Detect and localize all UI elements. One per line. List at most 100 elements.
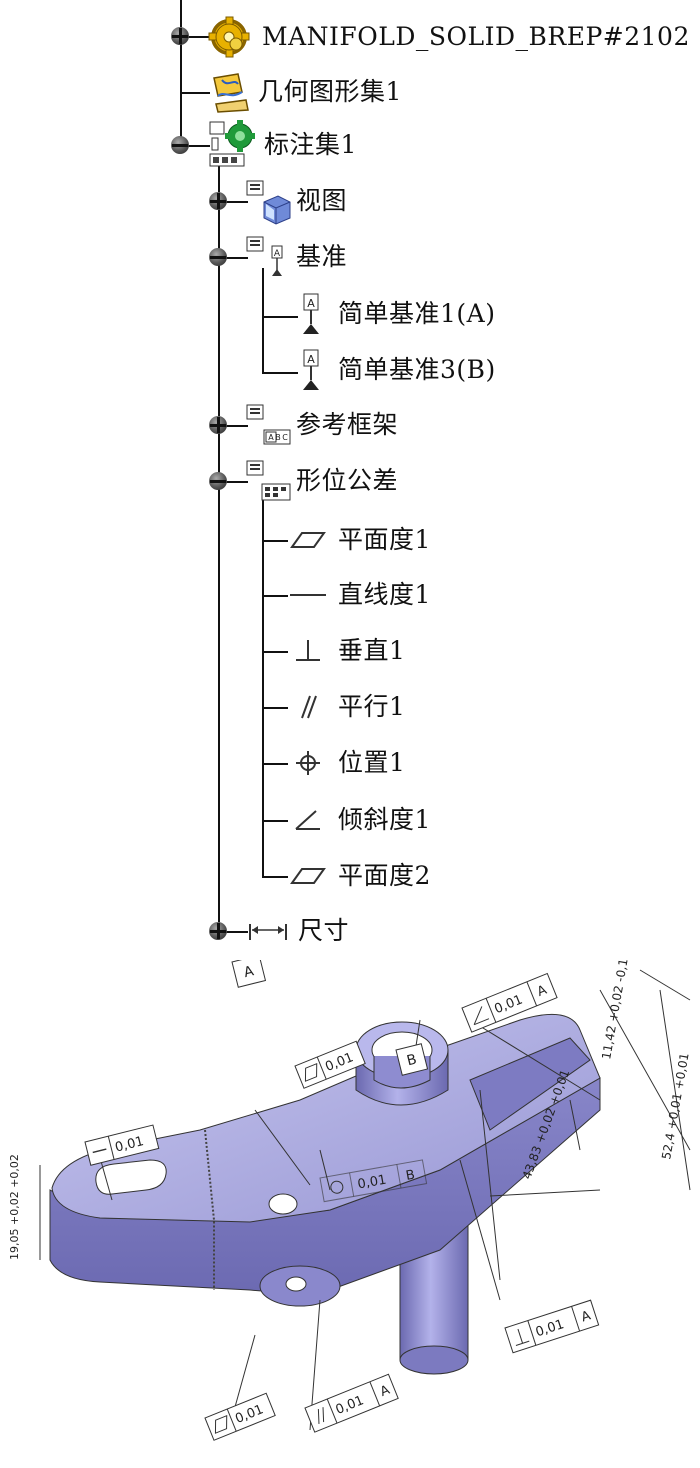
tree-line [218,425,248,427]
geometric-tolerance-icon [246,460,292,502]
tree-node-parallel-1[interactable]: 平行1 [288,692,405,722]
tree-line [262,316,298,318]
part-model-view[interactable]: 0,01 A 0,01 B 0,01 A [0,954,700,1464]
svg-text:0,01: 0,01 [356,1173,387,1193]
expand-view-button[interactable] [209,192,227,210]
tree-line [218,257,248,259]
tree-node-dimension[interactable]: 尺寸 [246,916,349,946]
flatness-bottom-frame[interactable]: 0,01 [204,1392,276,1441]
tree-node-position-1[interactable]: 位置1 [288,748,405,778]
tree-line [180,92,210,94]
tree-node-perpendicular-1[interactable]: 垂直1 [288,636,405,666]
expand-reference-frame-button[interactable] [209,416,227,434]
tree-line [262,820,288,822]
position-frame[interactable]: 0,01 B [319,1159,428,1203]
tree-node-datum-b[interactable]: A 简单基准3(B) [298,348,496,392]
dim-angle-label: 11,42 +0,02 -0,1 [599,960,631,1061]
collapse-datum-button[interactable] [209,248,227,266]
position-icon [288,748,328,778]
svg-text:C: C [282,433,288,442]
tree-line [262,268,264,372]
flatness-icon [288,525,328,555]
tree-node-label: 平面度1 [338,525,431,554]
tree-node-label: 直线度1 [338,580,431,609]
datum-feature-icon: A [298,292,324,336]
tree-line [262,876,288,878]
tree-line [218,201,248,203]
tree-line [218,481,248,483]
svg-text:A: A [307,297,315,310]
svg-text:0,01: 0,01 [114,1134,146,1156]
straightness-frame[interactable]: 0,01 [84,1124,160,1166]
tree-node-label: 几何图形集1 [258,77,402,106]
collapse-annotation-button[interactable] [171,136,189,154]
expand-root-button[interactable] [171,27,189,45]
perpendicular-frame[interactable]: 0,01 A [504,1299,600,1354]
tree-node-angularity-1[interactable]: 倾斜度1 [288,805,431,835]
svg-text:A: A [307,353,315,366]
svg-text:B: B [275,433,281,442]
tree-node-tolerances[interactable]: 形位公差 [246,460,398,502]
tree-line [180,0,182,145]
tree-line [180,36,210,38]
tree-line [262,595,288,597]
parallelism-icon [288,692,328,722]
tree-line [262,496,264,876]
view-icon [246,180,292,225]
tree-line [262,707,288,709]
flatness-icon [288,861,328,891]
tree-node-label: MANIFOLD_SOLID_BREP#2102 [262,22,690,51]
angularity-icon [288,805,328,835]
tree-node-label: 简单基准3(B) [338,355,496,384]
tree-line [262,372,298,374]
tree-line [218,160,220,932]
svg-text:A: A [242,963,256,981]
angularity-frame[interactable]: 0,01 A [461,972,558,1033]
tree-node-label: 基准 [296,242,348,271]
geometry-set-icon [208,70,252,114]
dim-height-left-label: 19,05 +0,02 +0,02 [8,1154,21,1260]
collapse-tolerances-button[interactable] [209,472,227,490]
tree-node-straightness-1[interactable]: 直线度1 [288,580,431,610]
tree-node-label: 视图 [296,186,348,215]
tree-line [262,540,288,542]
tree-node-label: 平面度2 [338,861,431,890]
tree-line [262,763,288,765]
tree-node-view[interactable]: 视图 [246,178,348,225]
annotation-set-icon [208,120,262,170]
perpendicularity-icon [288,636,328,666]
datum-b-label[interactable]: B [395,1043,429,1076]
part-top-face [51,1013,601,1223]
tree-node-reference-frame[interactable]: A B C 参考框架 [246,404,398,446]
datum-a-label[interactable]: A [231,954,267,988]
tree-node-label: 标注集1 [264,130,357,159]
tree-node-flatness-2[interactable]: 平面度2 [288,861,431,891]
part-fork-slot [469,1037,591,1131]
tree-node-label: 参考框架 [296,410,399,439]
expand-dimension-button[interactable] [209,922,227,940]
tree-node-label: 位置1 [338,748,406,777]
tree-line [218,931,248,933]
svg-text:A: A [274,249,281,259]
specification-tree: MANIFOLD_SOLID_BREP#2102 几何图形集1 [171,0,690,946]
tree-node-geometry-set[interactable]: 几何图形集1 [208,70,402,114]
tree-node-label: 简单基准1(A) [338,299,496,328]
reference-frame-icon: A B C [246,404,292,446]
tree-node-label: 平行1 [338,692,406,721]
tree-node-annotation-set[interactable]: 标注集1 [208,120,357,170]
tree-node-datum[interactable]: A 基准 [246,236,347,278]
tree-node-datum-a[interactable]: A 简单基准1(A) [298,292,495,336]
tree-node-flatness-1[interactable]: 平面度1 [288,525,431,555]
datum-icon: A [246,236,292,278]
tree-node-label: 形位公差 [296,466,399,495]
gear-icon [208,16,250,58]
tree-line [180,145,210,147]
parallel-frame[interactable]: 0,01 A [304,1373,399,1433]
small-hole [268,1193,298,1215]
svg-text:B: B [405,1168,416,1184]
svg-text:A: A [268,433,274,442]
tree-node-label: 尺寸 [298,916,350,945]
svg-text:B: B [405,1052,418,1070]
datum-feature-icon: A [298,348,324,392]
tree-node-root[interactable]: MANIFOLD_SOLID_BREP#2102 [208,16,690,58]
